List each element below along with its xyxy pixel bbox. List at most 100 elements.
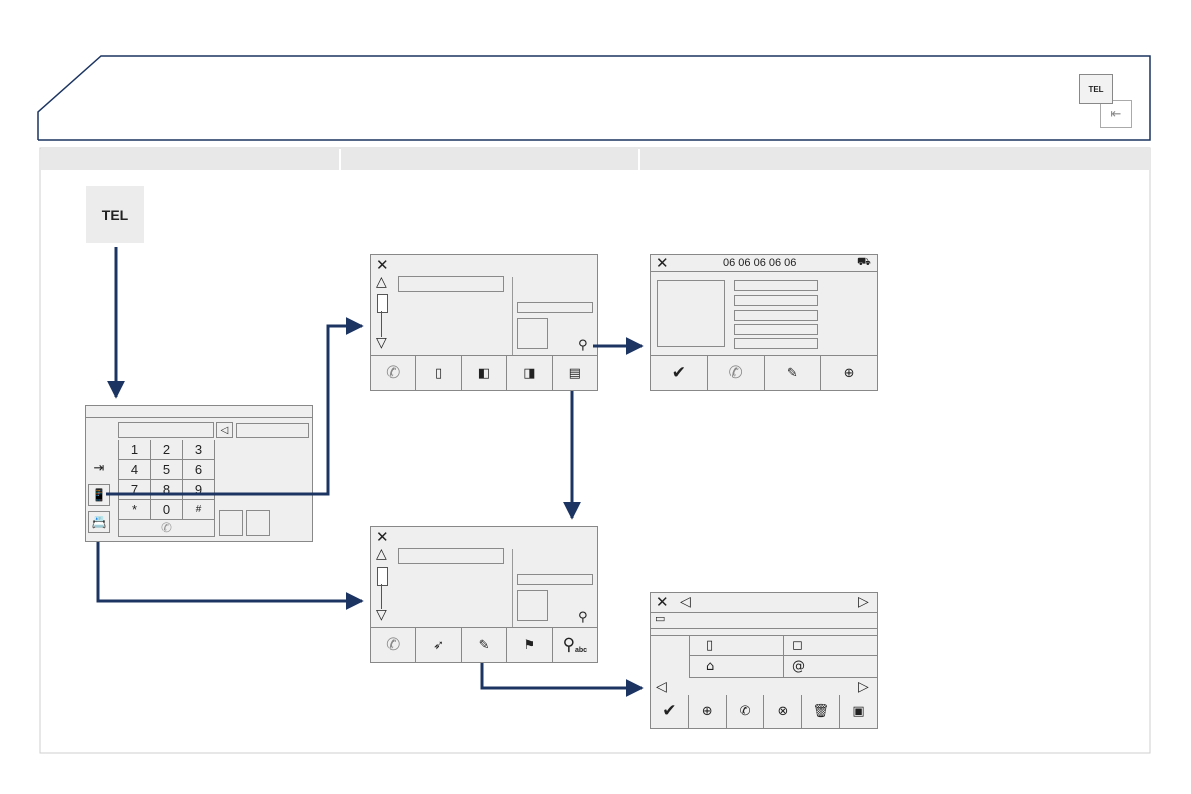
scroll-thumb[interactable] [377, 294, 388, 313]
contact-field-4 [734, 324, 818, 335]
contact-field-2 [734, 295, 818, 306]
edit-contact-button[interactable]: ✎ [462, 628, 508, 662]
edit-contact-button[interactable]: ✎ [765, 356, 822, 390]
call-contact-button[interactable]: ✆ [727, 695, 765, 728]
contacts-button[interactable]: ▤ [553, 356, 597, 390]
contact-number: 06 06 06 06 06 [723, 257, 797, 269]
check-icon: ✔ [662, 701, 677, 721]
close-icon[interactable]: ✕ [656, 593, 669, 611]
call-log-photo-box [517, 318, 548, 349]
details-icon[interactable]: ⚲ [578, 610, 588, 625]
scroll-track [381, 584, 382, 609]
scroll-down-icon[interactable]: ▽ [376, 335, 387, 351]
contacts-icon[interactable]: 📇 [88, 511, 110, 533]
add-contact-button[interactable]: ⊕ [821, 356, 877, 390]
tel-header-badge-label: TEL [1088, 84, 1104, 94]
close-icon[interactable]: ✕ [376, 256, 389, 274]
contact-photo-box [657, 280, 725, 347]
home-field[interactable]: ⌂ [690, 656, 784, 677]
work-field[interactable]: ◻ [784, 635, 878, 656]
keypad-number-field[interactable] [118, 422, 214, 438]
call-button[interactable]: ✆ [371, 628, 417, 662]
key-3[interactable]: 3 [183, 440, 215, 460]
keypad-grid: 1 2 3 4 5 6 7 8 9 * 0 # [118, 440, 215, 520]
delete-contact-button[interactable]: 🗑 [802, 695, 841, 728]
column-header-1 [41, 148, 339, 170]
previous-icon[interactable]: ◁ [680, 594, 691, 610]
navigate-button[interactable]: ➶ [416, 628, 462, 662]
briefcase-icon: ◻ [792, 637, 803, 653]
car-icon: ⛟ [857, 255, 871, 268]
key-1[interactable]: 1 [119, 440, 151, 460]
call-button[interactable]: ✆ [708, 356, 765, 390]
add-contact-button[interactable]: ⊕ [689, 695, 727, 728]
key-4[interactable]: 4 [119, 460, 151, 480]
close-icon[interactable]: ✕ [376, 528, 389, 546]
next-icon[interactable]: ▷ [858, 679, 869, 695]
keypad-call-button[interactable]: ✆ [118, 519, 215, 537]
call-log-icon[interactable]: 📱 [88, 484, 110, 506]
backspace-icon[interactable]: ◁ [216, 422, 233, 438]
keypad-option-box-1[interactable] [219, 510, 243, 536]
dialled-calls-button[interactable]: ◨ [507, 356, 553, 390]
call-button[interactable]: ✆ [371, 356, 417, 390]
keypad-title-bar [86, 406, 312, 418]
remove-contact-button[interactable]: ⊗ [764, 695, 803, 728]
all-calls-button[interactable]: ▯ [416, 356, 462, 390]
search-abc-button[interactable]: ⚲abc [553, 628, 597, 662]
scroll-thumb[interactable] [377, 567, 388, 586]
exit-icon: ⇤ [1100, 100, 1132, 128]
handset-icon: ✆ [386, 362, 401, 383]
handset-icon: ✆ [161, 520, 172, 536]
key-hash[interactable]: # [183, 500, 215, 520]
key-star[interactable]: * [119, 500, 151, 520]
search-icon: ⚲ [562, 634, 576, 655]
keyboard-button[interactable]: ▣ [840, 695, 877, 728]
search-abc-label: abc [575, 647, 588, 654]
tel-button[interactable]: TEL [86, 186, 144, 243]
edit-contact-icon: ✎ [478, 637, 490, 653]
key-9[interactable]: 9 [183, 480, 215, 500]
mobile-icon: ▯ [706, 637, 714, 653]
contacts-photo-box [517, 590, 548, 621]
keypad-option-box-2[interactable] [246, 510, 270, 536]
scroll-down-icon[interactable]: ▽ [376, 607, 387, 623]
confirm-button[interactable]: ✔ [651, 695, 689, 728]
divider-line [512, 277, 513, 355]
key-5[interactable]: 5 [151, 460, 183, 480]
column-header-3 [640, 148, 1150, 170]
missed-calls-button[interactable]: ◧ [462, 356, 508, 390]
scroll-up-icon[interactable]: △ [376, 274, 387, 290]
mobile-field[interactable]: ▯ [690, 635, 784, 656]
call-log-entry-field[interactable] [398, 276, 504, 292]
phone-list-icon: ▯ [435, 365, 443, 381]
key-0[interactable]: 0 [151, 500, 183, 520]
key-7[interactable]: 7 [119, 480, 151, 500]
email-field[interactable]: @ [784, 656, 878, 677]
check-icon: ✔ [671, 362, 686, 383]
filter-button[interactable]: ⚑ [507, 628, 553, 662]
navigate-contact-icon: ➶ [433, 637, 445, 653]
card-icon: ▭ [655, 612, 666, 625]
call-contact-icon: ✆ [739, 704, 751, 719]
name-row [651, 612, 877, 629]
key-8[interactable]: 8 [151, 480, 183, 500]
confirm-button[interactable]: ✔ [651, 356, 708, 390]
previous-icon[interactable]: ◁ [656, 679, 667, 695]
key-6[interactable]: 6 [183, 460, 215, 480]
scroll-up-icon[interactable]: △ [376, 546, 387, 562]
enter-icon[interactable]: ⇥ [93, 460, 105, 476]
contact-fields-grid: ▯ ◻ ⌂ @ [689, 635, 878, 678]
details-icon[interactable]: ⚲ [578, 338, 588, 353]
contacts-detail-field [517, 574, 593, 585]
key-2[interactable]: 2 [151, 440, 183, 460]
close-icon[interactable]: ✕ [656, 254, 669, 272]
contact-field-3 [734, 310, 818, 321]
trash-icon: 🗑 [812, 704, 829, 719]
contacts-entry-field[interactable] [398, 548, 504, 564]
contacts-list-screen: ✕ △ ▽ ⚲ ✆ ➶ ✎ ⚑ ⚲abc [370, 526, 598, 663]
keypad-display-field [236, 423, 309, 438]
next-icon[interactable]: ▷ [858, 594, 869, 610]
blank-row [651, 628, 877, 636]
contact-title-bar [651, 255, 877, 272]
